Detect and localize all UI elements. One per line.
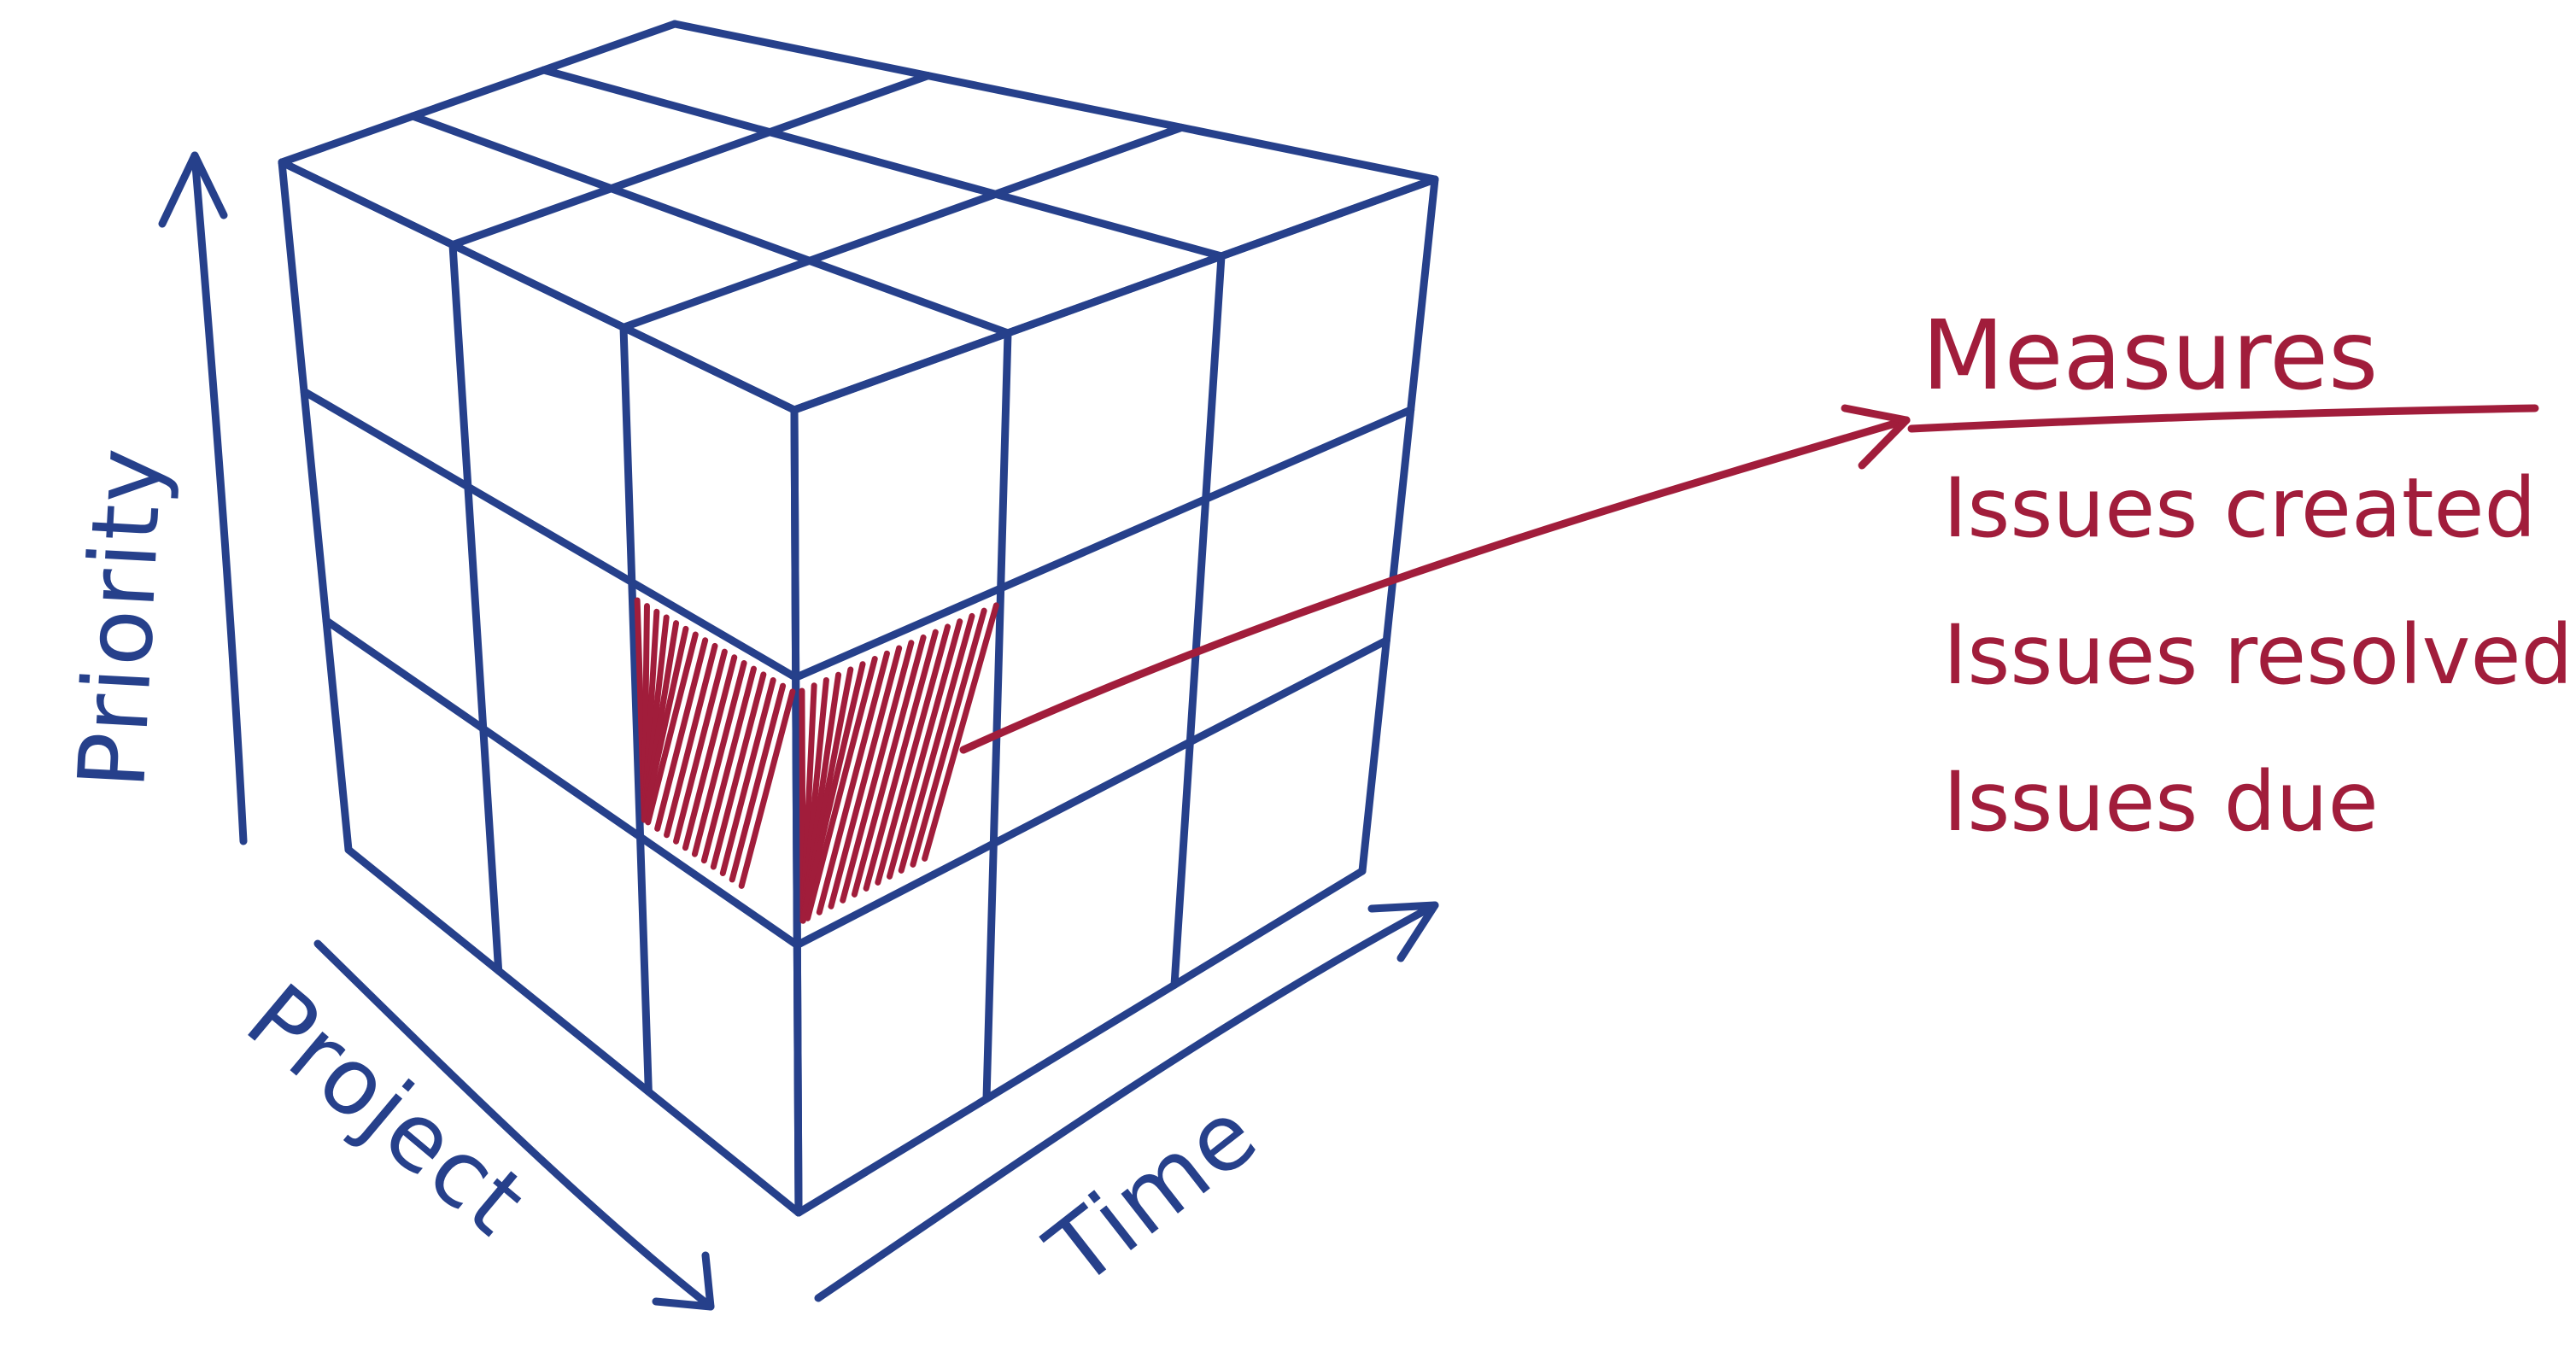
- measure-item: Issues created: [1943, 460, 2536, 556]
- measures-underline: [1907, 404, 2539, 433]
- highlighted-cell-right: [799, 602, 999, 924]
- measure-item: Issues resolved: [1943, 607, 2573, 703]
- time-axis-arrow: [814, 901, 1439, 1302]
- hatch-stroke: [863, 629, 939, 892]
- hatch-stroke: [682, 654, 738, 851]
- cube-top-face: [278, 20, 1439, 414]
- hatch-stroke: [710, 671, 767, 870]
- right-face-grid-line: [792, 406, 1415, 681]
- hatch-stroke: [700, 665, 757, 864]
- hatch-stroke: [691, 659, 747, 857]
- right-face-grid-line: [793, 636, 1390, 950]
- cube-right-face: [790, 175, 1439, 1217]
- hatch-stroke: [738, 688, 796, 889]
- right-face-grid-line: [1358, 175, 1439, 875]
- hatch-stroke: [898, 612, 975, 874]
- left-face-grid-line: [344, 845, 803, 1217]
- right-face-grid-line: [1170, 252, 1226, 989]
- right-face-grid-line: [794, 867, 1367, 1217]
- top-face-grid-line: [408, 112, 1012, 337]
- top-face-grid-line: [670, 20, 1439, 184]
- hatch-stroke: [816, 650, 890, 915]
- measure-item: Issues due: [1943, 754, 2379, 850]
- left-face-grid-line: [619, 323, 653, 1096]
- hatch-stroke: [673, 648, 728, 845]
- project-axis-arrow: [313, 939, 715, 1311]
- left-face-grid-line: [448, 241, 503, 975]
- measures-panel: Measures Issues created Issues resolved …: [1907, 301, 2573, 850]
- data-cube: [278, 20, 1439, 1217]
- top-face-grid-line: [540, 66, 1226, 260]
- left-face-grid-line: [322, 617, 801, 950]
- top-face-grid-line: [619, 123, 1186, 331]
- highlighted-cell-left: [634, 597, 796, 889]
- hatch-stroke: [729, 682, 787, 883]
- hatch-stroke: [805, 655, 878, 921]
- top-face-grid-line: [278, 20, 679, 167]
- hatch-stroke: [641, 625, 689, 823]
- left-face-grid-line: [300, 387, 800, 681]
- hatch-stroke: [664, 642, 718, 839]
- priority-axis-label: Priority: [59, 444, 184, 791]
- hatch-stroke: [828, 645, 903, 910]
- hatch-stroke: [645, 631, 699, 826]
- time-axis-label: Time: [1027, 1079, 1277, 1307]
- hatch-stroke: [654, 637, 709, 832]
- hatch-stroke: [887, 618, 963, 880]
- hatch-stroke: [910, 607, 987, 868]
- highlighted-cell: [634, 597, 999, 924]
- measure-pointer-arrow: [959, 404, 1911, 754]
- left-face-grid-line: [278, 158, 353, 854]
- measures-title: Measures: [1922, 301, 2378, 412]
- right-face-grid-line: [982, 329, 1012, 1103]
- left-face-grid-line: [278, 158, 799, 414]
- right-face-grid-line: [790, 175, 1439, 414]
- top-face-grid-line: [448, 72, 933, 249]
- hatch-stroke: [840, 640, 915, 904]
- priority-axis-arrow: [158, 151, 248, 845]
- hatch-stroke: [851, 634, 927, 898]
- hatch-stroke: [922, 602, 999, 862]
- right-face-grid-line: [790, 406, 803, 1217]
- hatch-stroke: [799, 661, 866, 924]
- hatch-stroke: [875, 623, 951, 886]
- hatch-stroke: [719, 677, 776, 876]
